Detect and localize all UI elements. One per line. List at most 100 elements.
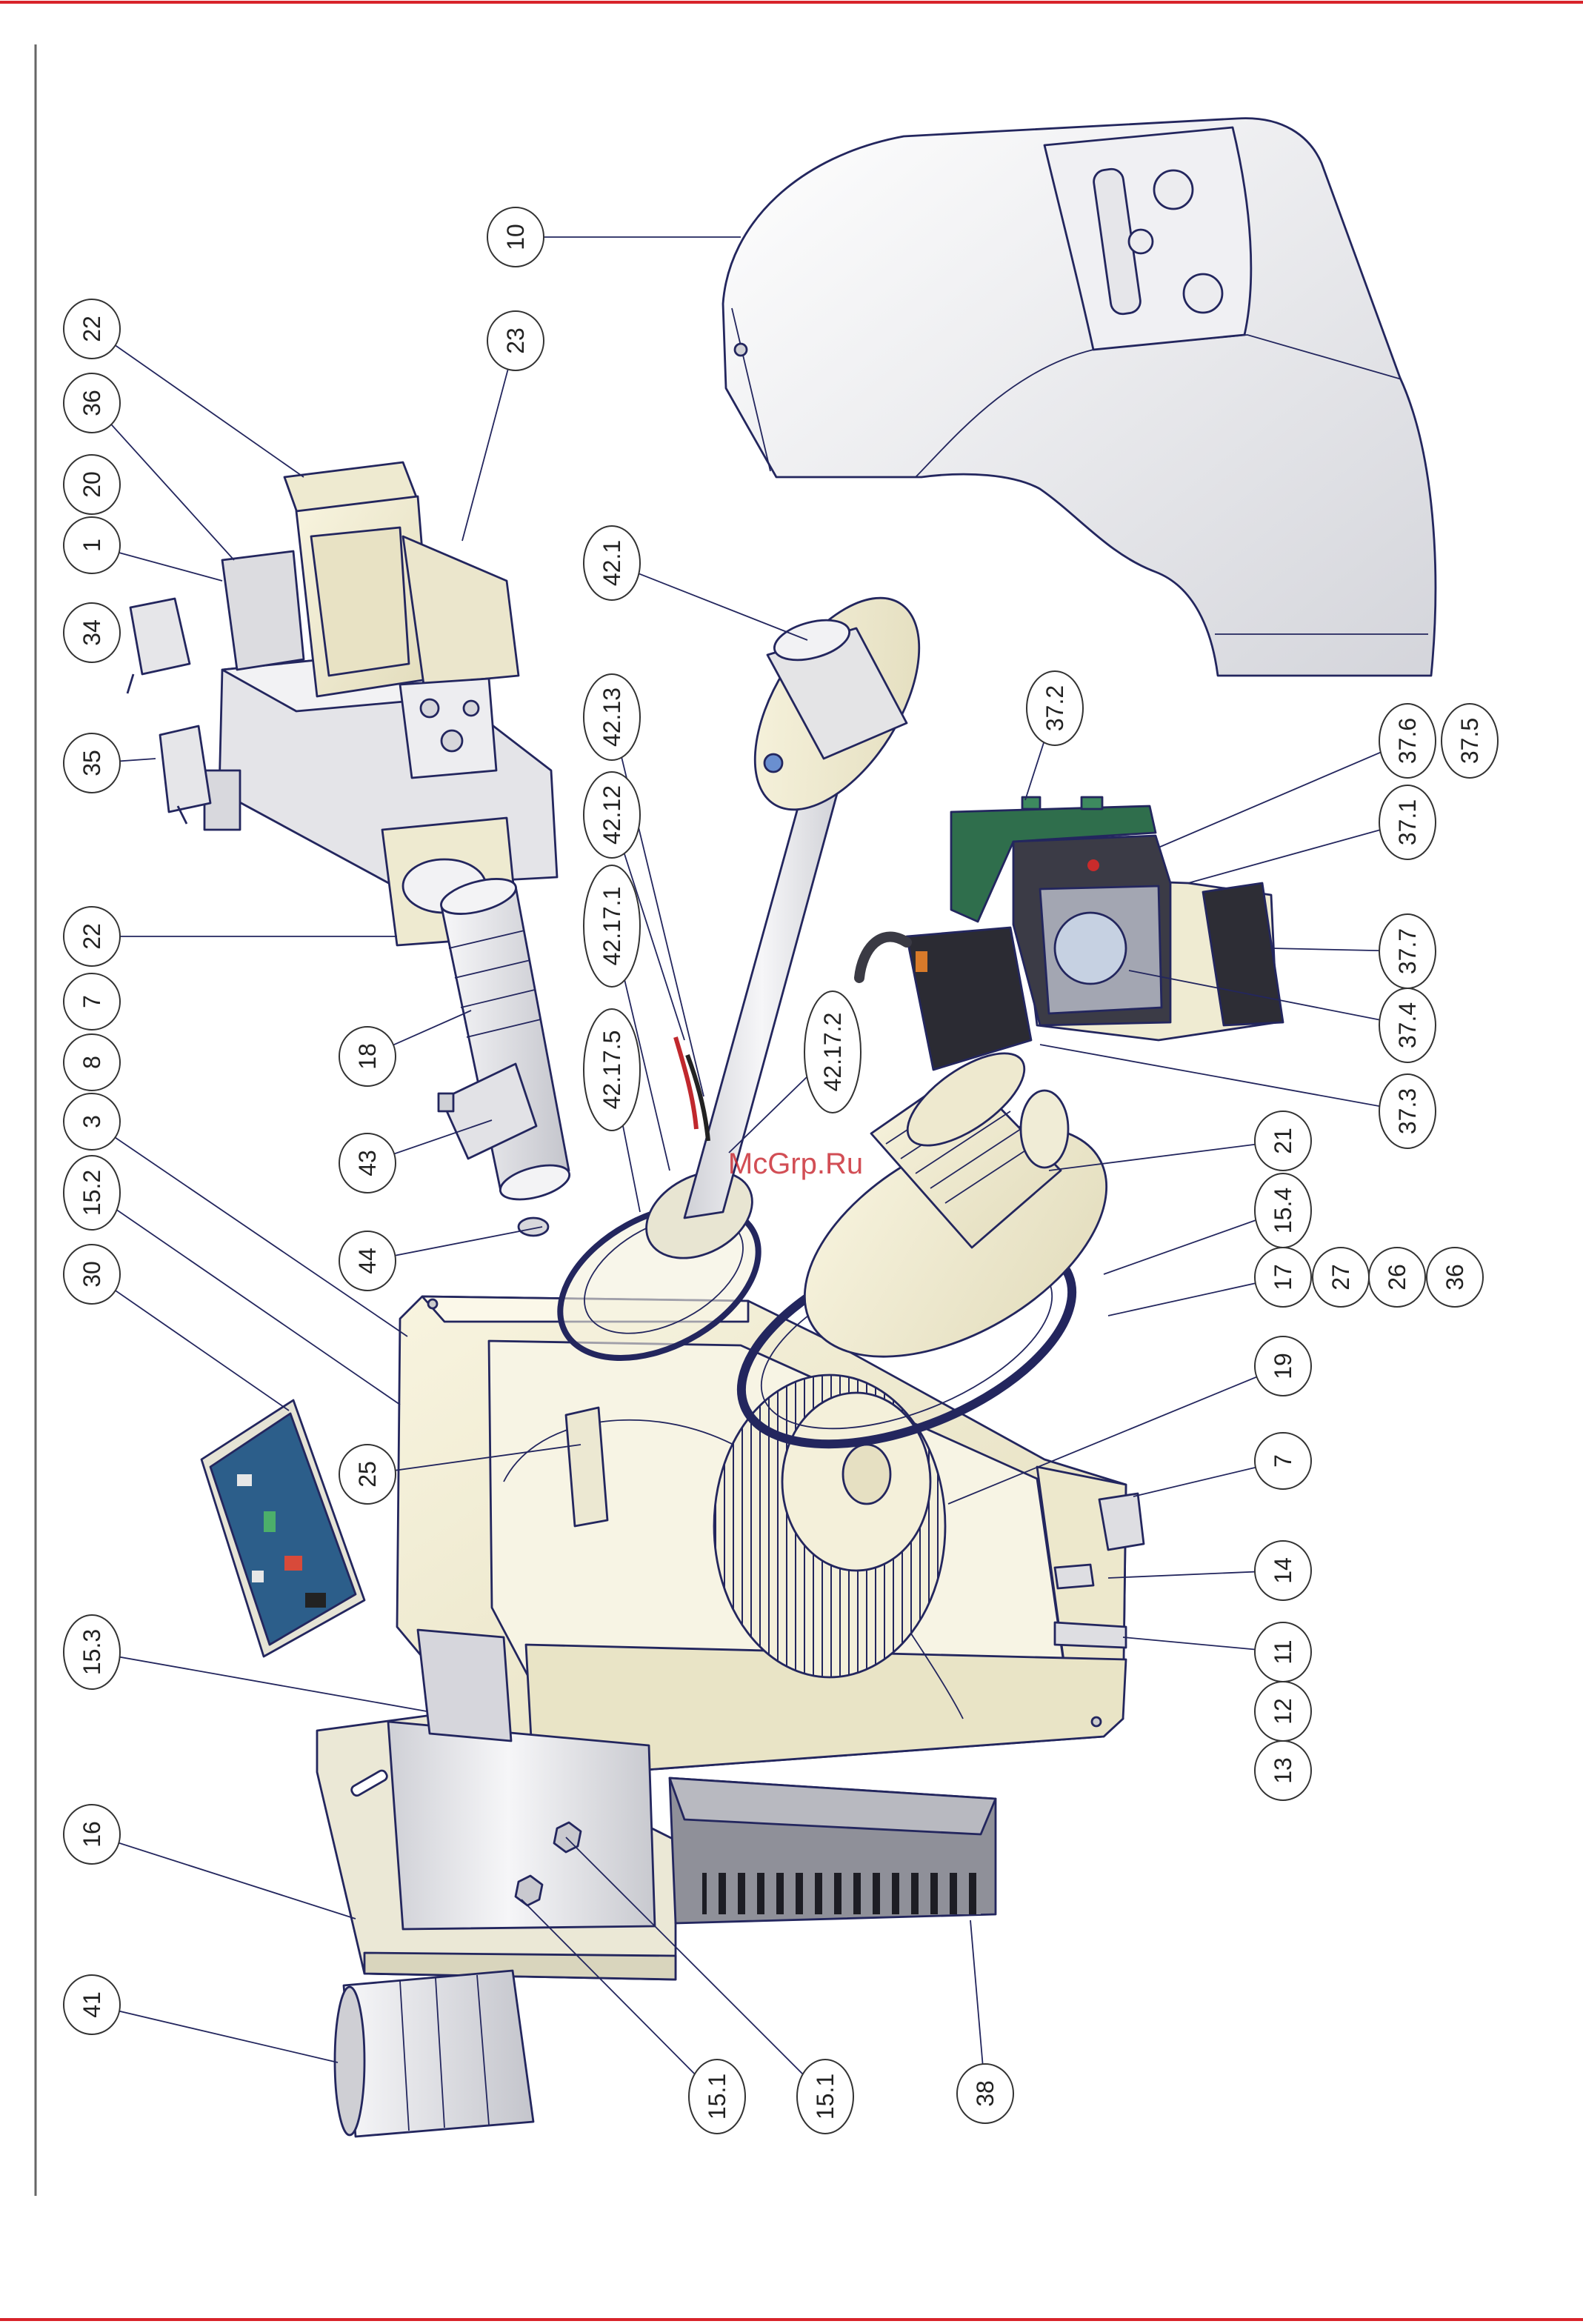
callout-27: 27 [1313, 1248, 1369, 1307]
callout-18: 18 [339, 1027, 396, 1086]
circuit-board [201, 1400, 364, 1657]
relay-terminal [916, 951, 927, 972]
callout-label: 37.2 [1042, 685, 1068, 731]
callout-15-4: 15.4 [1255, 1173, 1311, 1248]
callout-12: 12 [1255, 1682, 1311, 1741]
control-led [1087, 859, 1099, 871]
flange-edge [364, 1953, 676, 1980]
leader-line-22 [92, 329, 304, 477]
callout-label: 13 [1270, 1757, 1296, 1784]
callout-label: 15.1 [704, 2074, 730, 2120]
leader-line-15-3 [92, 1652, 427, 1711]
electrode-sight-glass [764, 754, 782, 772]
callout-42-17-1: 42.17.1 [584, 865, 640, 987]
callout-37-1: 37.1 [1379, 785, 1436, 859]
callout-label: 14 [1270, 1557, 1296, 1584]
callout-37-7: 37.7 [1379, 914, 1436, 988]
leader-line-37-6 [1159, 741, 1407, 848]
pcb-component [264, 1511, 276, 1532]
callout-42-13: 42.13 [584, 674, 640, 760]
callout-8: 8 [64, 1034, 120, 1091]
callout-label: 44 [354, 1248, 381, 1274]
callout-label: 8 [79, 1056, 105, 1069]
connector-body [130, 599, 190, 674]
callout-25: 25 [339, 1445, 396, 1504]
callout-21: 21 [1255, 1111, 1311, 1171]
callout-7: 7 [64, 973, 120, 1030]
callout-42-17-5: 42.17.5 [584, 1009, 640, 1131]
callout-15-2: 15.2 [64, 1156, 120, 1230]
callout-label: 7 [79, 995, 105, 1008]
valve-port [441, 730, 462, 751]
gas-valve-assembly [204, 462, 557, 945]
callout-34: 34 [64, 603, 120, 662]
callout-22: 22 [64, 907, 120, 966]
callout-label: 27 [1327, 1264, 1354, 1291]
callout-11: 11 [1255, 1622, 1311, 1682]
tube-collar [418, 1630, 511, 1741]
pcb-component [284, 1556, 302, 1571]
bracket-7 [1099, 1494, 1144, 1550]
callout-30: 30 [64, 1245, 120, 1304]
callout-label: 36 [79, 390, 105, 416]
connector-34 [127, 599, 190, 693]
callout-label: 3 [79, 1115, 105, 1128]
callout-41: 41 [64, 1975, 120, 2034]
callout-label: 22 [79, 923, 105, 950]
callout-label: 42.17.1 [599, 887, 625, 966]
callout-label: 17 [1270, 1264, 1296, 1291]
valve-coil-face [311, 527, 409, 676]
callout-label: 37.6 [1394, 718, 1421, 764]
drawing: 223620134352278315.23015.31641102342.142… [64, 119, 1498, 2137]
callout-10: 10 [487, 207, 544, 267]
cover-screw [735, 344, 747, 356]
callout-label: 37.4 [1394, 1002, 1421, 1048]
leader-line-30 [92, 1274, 289, 1411]
latch-11 [1055, 1622, 1126, 1648]
callout-label: 42.1 [599, 540, 625, 586]
burner-cover [723, 119, 1436, 676]
valve-plate [400, 679, 496, 778]
callout-label: 19 [1270, 1353, 1296, 1379]
leader-line-41 [92, 2005, 338, 2062]
callout-19: 19 [1255, 1336, 1311, 1396]
valve-port [464, 701, 479, 716]
pcb-component [252, 1571, 264, 1582]
callout-label: 11 [1270, 1639, 1296, 1664]
callout-label: 38 [972, 2080, 999, 2107]
callout-label: 35 [79, 750, 105, 776]
callout-44: 44 [339, 1231, 396, 1291]
callout-3: 3 [64, 1093, 120, 1150]
callout-label: 37.5 [1456, 718, 1483, 764]
callout-42-17-2: 42.17.2 [804, 991, 861, 1113]
callout-label: 36 [1442, 1264, 1468, 1291]
nozzle-mouth [335, 1987, 364, 2135]
watermark: McGrp.Ru [728, 1148, 863, 1180]
cover-hole-bottom [1184, 274, 1222, 313]
callout-label: 15.1 [812, 2074, 839, 2120]
callout-label: 18 [354, 1043, 381, 1070]
fan-hub-center [843, 1445, 890, 1504]
callout-42-1: 42.1 [584, 526, 640, 600]
callout-label: 26 [1384, 1264, 1410, 1291]
callout-label: 37.3 [1394, 1088, 1421, 1134]
callout-label: 42.12 [599, 785, 625, 845]
valve-coil-second [403, 536, 519, 685]
callout-label: 43 [354, 1150, 381, 1176]
valve-port [421, 699, 439, 717]
callout-16: 16 [64, 1805, 120, 1864]
control-unit [859, 797, 1283, 1070]
connector-tab [127, 674, 133, 693]
callout-20: 20 [64, 455, 120, 514]
callout-label: 20 [79, 471, 105, 498]
callout-14: 14 [1255, 1541, 1311, 1600]
callout-37-5: 37.5 [1442, 704, 1498, 778]
leader-line-37-3 [1040, 1045, 1407, 1111]
leader-line-37-1 [1188, 822, 1407, 883]
callout-label: 37.7 [1394, 928, 1421, 974]
clip-14 [1055, 1565, 1093, 1588]
cover-hole-top [1154, 170, 1193, 209]
housing-screw [428, 1299, 437, 1308]
callout-label: 22 [79, 316, 105, 342]
